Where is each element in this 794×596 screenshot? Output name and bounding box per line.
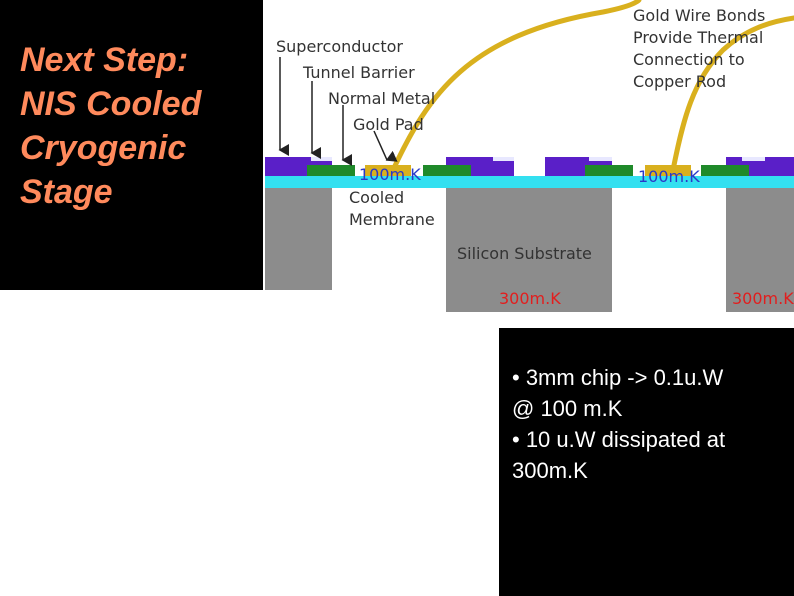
gold-wire-bond <box>390 0 642 173</box>
gold-pad <box>645 165 691 176</box>
tunnel-barrier <box>493 157 514 161</box>
title-line: Cryogenic <box>20 129 187 167</box>
note-line: • 10 u.W dissipated at <box>512 427 726 452</box>
normal-metal <box>307 165 355 176</box>
normal-metal-label: Normal Metal <box>328 89 435 108</box>
normal-metal <box>585 165 633 176</box>
wire-bonds-label: Gold Wire Bonds <box>633 6 765 25</box>
notes-panel: • 3mm chip -> 0.1u.W @ 100 m.K • 10 u.W … <box>499 328 794 596</box>
tunnel-barrier-label: Tunnel Barrier <box>302 63 415 82</box>
cooled-membrane-label: Cooled <box>349 188 404 207</box>
gold-pad-arrow <box>373 130 398 162</box>
tunnel-barrier <box>742 157 765 161</box>
substrate-block-right <box>726 188 794 312</box>
slide-title: Next Step: NIS Cooled Cryogenic Stage <box>20 38 201 214</box>
substrate-block-center <box>446 188 612 312</box>
title-line: Stage <box>20 173 113 211</box>
tunnel-barrier <box>311 157 332 161</box>
temperature-label: 300m.K <box>732 289 794 308</box>
cryogenic-stage-diagram: Superconductor Tunnel Barrier Normal Met… <box>265 0 794 312</box>
title-line: Next Step: <box>20 41 189 79</box>
substrate-block-left <box>265 188 332 290</box>
normal-metal <box>701 165 749 176</box>
tunnel-barrier <box>589 157 612 161</box>
temperature-label: 100m.K <box>359 165 421 184</box>
cooled-membrane-label: Membrane <box>349 210 435 229</box>
normal-metal <box>423 165 471 176</box>
temperature-label: 300m.K <box>499 289 561 308</box>
superconductor-label: Superconductor <box>276 37 403 56</box>
gold-pad-label: Gold Pad <box>353 115 424 134</box>
temperature-label: 100m.K <box>638 167 700 186</box>
notes-text: • 3mm chip -> 0.1u.W @ 100 m.K • 10 u.W … <box>512 362 725 486</box>
note-line: • 3mm chip -> 0.1u.W <box>512 365 724 390</box>
wire-bonds-label: Provide Thermal <box>633 28 763 47</box>
title-line: NIS Cooled <box>20 85 202 123</box>
gold-wire-bond <box>670 15 794 173</box>
gold-pad <box>365 165 411 176</box>
note-line: 300m.K <box>512 458 588 483</box>
wire-bonds-label: Connection to <box>633 50 745 69</box>
note-line: @ 100 m.K <box>512 396 623 421</box>
silicon-substrate-label: Silicon Substrate <box>457 244 592 263</box>
wire-bonds-label: Copper Rod <box>633 72 726 91</box>
title-panel: Next Step: NIS Cooled Cryogenic Stage <box>0 0 263 290</box>
cooled-membrane <box>265 176 794 188</box>
